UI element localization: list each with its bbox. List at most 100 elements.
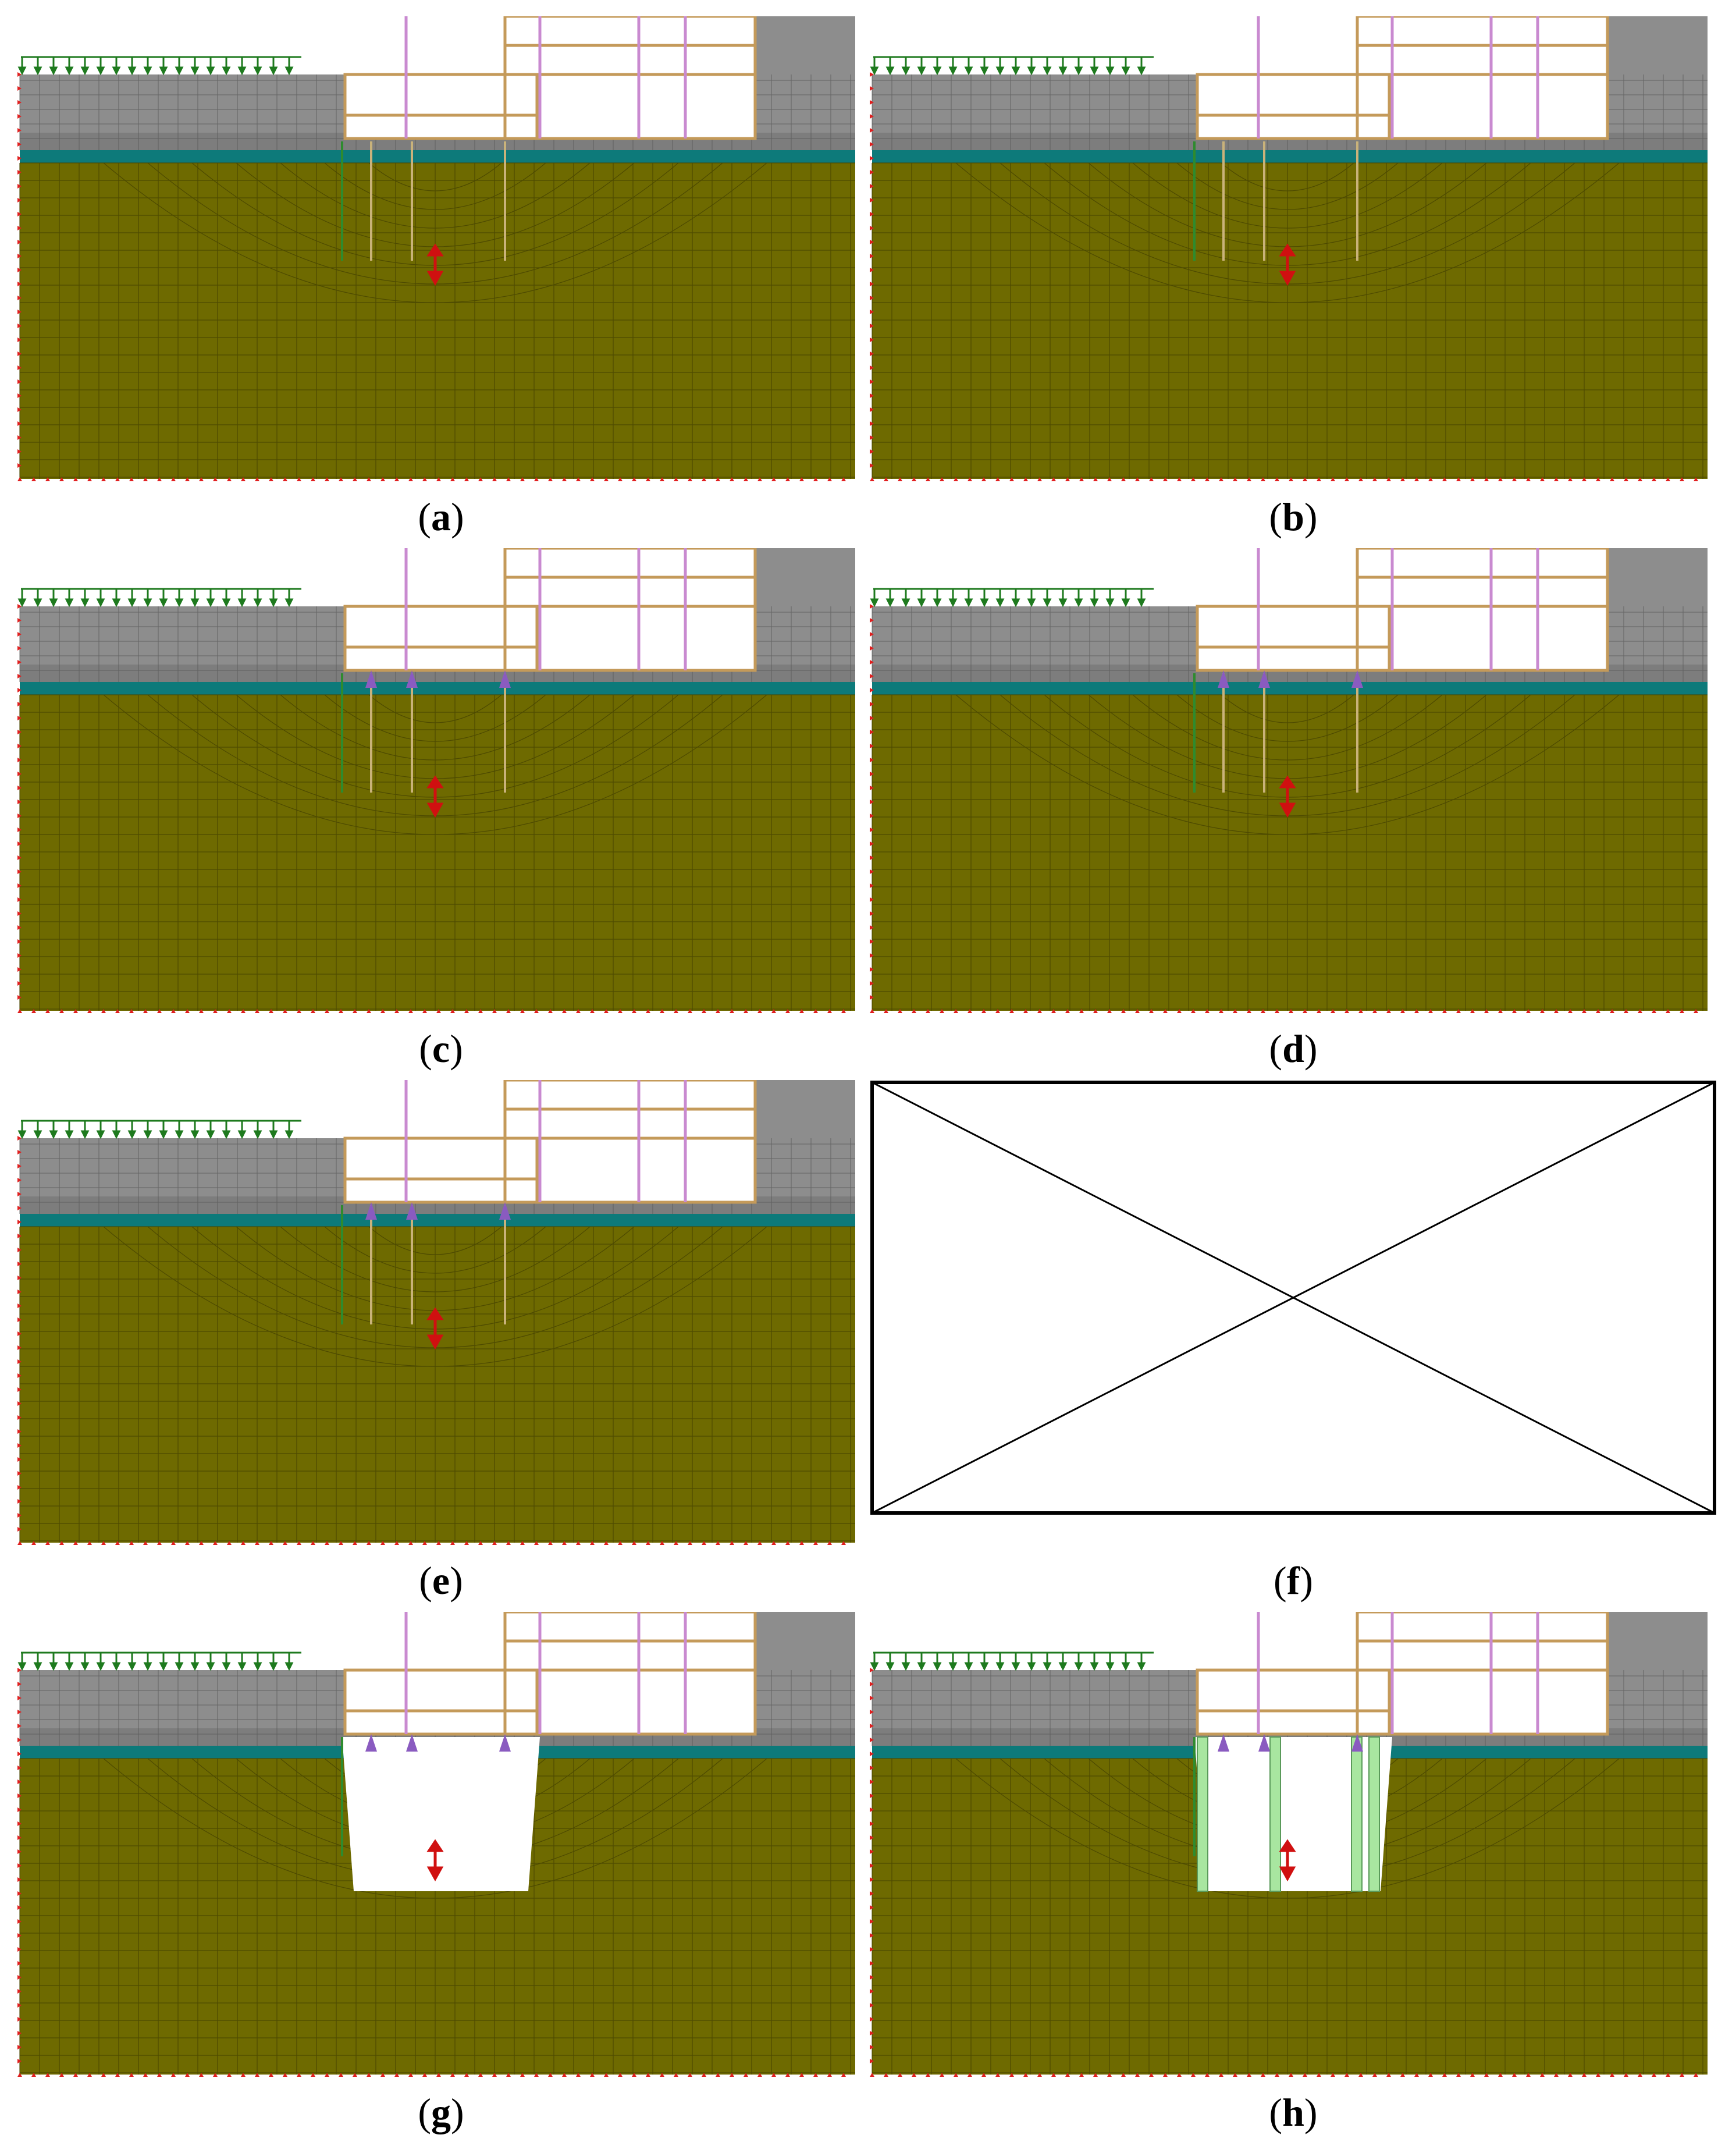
backfill-left — [872, 74, 1201, 141]
lift-arrow — [426, 775, 444, 818]
building-void-high — [505, 16, 755, 138]
panel-d-svg — [870, 548, 1708, 1013]
columns — [404, 1080, 687, 1202]
pile-jackets — [1197, 1736, 1380, 1892]
boundary-supports — [870, 1668, 1698, 2077]
building-void-high — [505, 1080, 755, 1202]
lift-arrow — [426, 1307, 444, 1350]
panel-a-diagram — [16, 16, 866, 482]
lift-arrow — [426, 243, 444, 286]
boundary-supports — [17, 1668, 846, 2077]
backfill-left — [872, 1670, 1201, 1737]
surface-load — [870, 1651, 1154, 1671]
frame-structure — [1196, 548, 1609, 672]
fem-mesh — [872, 162, 1708, 479]
caption-a: (a) — [418, 495, 464, 539]
backfill-right — [1607, 16, 1708, 141]
boundary-supports — [870, 72, 1698, 481]
panel-f-placeholder — [869, 1080, 1718, 1546]
panel-h-diagram — [869, 1612, 1718, 2077]
aquifer-layer — [872, 150, 1708, 163]
panel-g-svg — [17, 1612, 855, 2077]
surface-load — [870, 56, 1154, 76]
lift-arrow — [426, 1839, 444, 1882]
caption-d-label: d — [1282, 1027, 1304, 1071]
jacks — [365, 1202, 511, 1220]
boundary-supports — [17, 1136, 846, 1545]
lift-arrow — [1279, 1839, 1296, 1882]
excavation-pit — [1194, 1737, 1392, 1891]
surface-load — [870, 588, 1154, 608]
caption-c-label: c — [432, 1027, 450, 1071]
backfill-right — [1607, 548, 1708, 673]
aquifer-layer — [20, 682, 855, 695]
panel-c-svg — [17, 548, 855, 1013]
building-void-high — [505, 1612, 755, 1734]
caption-h: (h) — [1269, 2090, 1318, 2134]
backfill-left — [20, 1138, 348, 1205]
excavation-pit — [342, 1737, 540, 1891]
jacks — [365, 1734, 511, 1752]
caption-d: (d) — [1269, 1027, 1318, 1071]
frame-structure — [1196, 1612, 1609, 1736]
fem-mesh — [19, 162, 855, 479]
panel-f-svg — [870, 1081, 1716, 1515]
caption-e-label: e — [432, 1558, 450, 1603]
jacks — [1218, 1734, 1363, 1752]
backfill-left — [20, 606, 348, 673]
caption-a-label: a — [431, 495, 451, 539]
jacks — [365, 670, 511, 688]
columns — [404, 548, 687, 670]
panel-a-svg — [17, 16, 855, 481]
backfill-right — [755, 548, 855, 673]
backfill-left — [20, 74, 348, 141]
backfill-left — [872, 606, 1201, 673]
building-void-high — [1357, 1612, 1607, 1734]
caption-e: (e) — [419, 1558, 463, 1603]
boundary-supports — [870, 604, 1698, 1013]
piles — [1222, 141, 1358, 261]
piles — [1222, 673, 1358, 793]
frame-structure — [343, 16, 757, 140]
panel-g-diagram — [16, 1612, 866, 2077]
panel-h-svg — [870, 1612, 1708, 2077]
backfill-right — [755, 1612, 855, 1737]
boundary-supports — [17, 72, 846, 481]
backfill-right — [755, 1080, 855, 1205]
surface-load — [17, 1120, 301, 1139]
fem-mesh — [19, 694, 855, 1011]
panel-b-svg — [870, 16, 1708, 481]
columns — [1257, 548, 1539, 670]
backfill-left — [20, 1670, 348, 1737]
backfill-right — [755, 16, 855, 141]
frame-structure — [1196, 16, 1609, 140]
caption-g-label: g — [431, 2090, 451, 2134]
lift-arrow — [1279, 775, 1296, 818]
surface-load — [17, 1651, 301, 1671]
frame-structure — [343, 1612, 757, 1736]
jacks — [1218, 670, 1363, 688]
piles — [370, 673, 506, 793]
caption-g: (g) — [418, 2090, 464, 2134]
fem-mesh — [872, 694, 1708, 1011]
columns — [404, 1612, 687, 1734]
columns — [404, 16, 687, 138]
fem-mesh — [19, 1226, 855, 1543]
piles — [370, 141, 506, 261]
caption-b: (b) — [1269, 495, 1318, 539]
building-void-high — [1357, 548, 1607, 670]
caption-h-label: h — [1282, 2090, 1304, 2134]
aquifer-layer — [872, 682, 1708, 695]
caption-c: (c) — [419, 1027, 463, 1071]
surface-load — [17, 56, 301, 76]
panel-b-diagram — [869, 16, 1718, 482]
frame-structure — [343, 1080, 757, 1204]
aquifer-layer — [20, 1214, 855, 1227]
backfill-right — [1607, 1612, 1708, 1737]
surface-load — [17, 588, 301, 608]
panel-e-svg — [17, 1080, 855, 1545]
columns — [1257, 16, 1539, 138]
piles — [370, 1205, 506, 1324]
placeholder-diagonal-2 — [872, 1081, 1715, 1514]
building-void-high — [1357, 16, 1607, 138]
